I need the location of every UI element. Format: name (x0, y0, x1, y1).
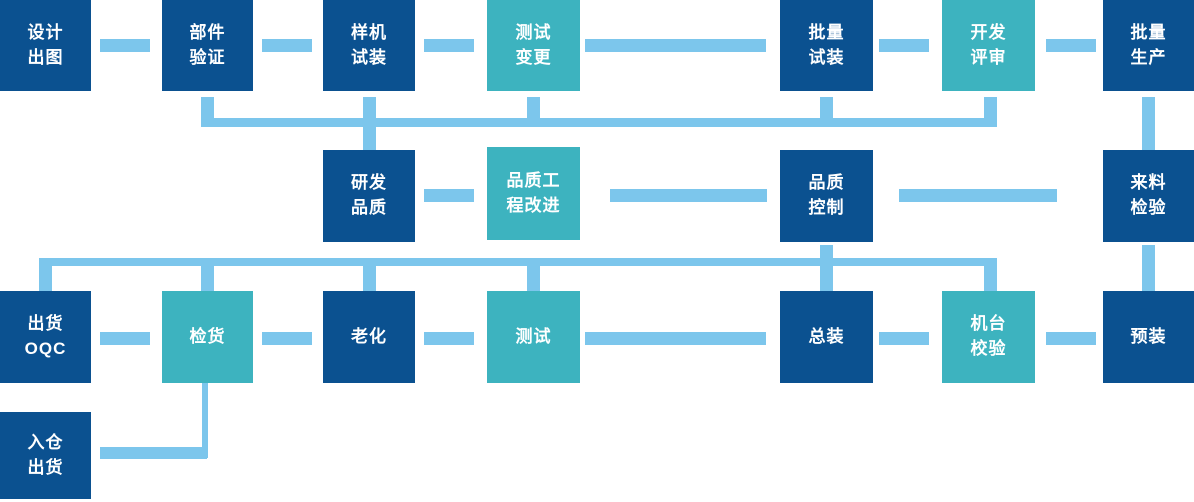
node-label: 设计 出图 (27, 22, 64, 67)
stub-testing (527, 258, 540, 291)
node-test-change: 测试 变更 (487, 0, 580, 91)
node-label: 出货 OQC (24, 314, 67, 358)
node-label: 老化 (351, 326, 387, 346)
node-testing: 测试 (487, 291, 580, 383)
connector-goods-aging (262, 332, 312, 345)
connector-calibration-preassembly (1046, 332, 1096, 345)
connector-design-parts (100, 39, 150, 52)
node-label: 测试 变更 (515, 22, 552, 67)
connector-oqc-goods (100, 332, 150, 345)
node-label: 品质 控制 (808, 173, 845, 217)
connector-massproduction-incoming (1142, 97, 1155, 150)
node-label: 预装 (1130, 326, 1167, 346)
node-final-assembly: 总装 (780, 291, 873, 383)
connector-prototype-testchange (424, 39, 474, 52)
stub-aging (363, 258, 376, 291)
node-label: 测试 (515, 326, 552, 346)
connector-aging-testing (424, 332, 474, 345)
node-label: 入仓 出货 (27, 432, 64, 477)
stub-test-change (527, 97, 540, 127)
connector-testing-finalassembly (585, 332, 766, 345)
node-pre-assembly: 预装 (1103, 291, 1194, 383)
node-mass-production: 批量 生产 (1103, 0, 1194, 91)
connector-testchange-batchtrial (585, 39, 766, 52)
node-label: 批量 生产 (1130, 22, 1167, 67)
connector-qualityeng-qualitycontrol (610, 189, 767, 202)
stub-goods-down (202, 383, 208, 458)
trunk-row2-feedback (40, 258, 990, 266)
node-label: 开发 评审 (970, 22, 1007, 67)
connector-incoming-preassembly (1142, 245, 1155, 291)
node-quality-control: 品质 控制 (780, 150, 873, 242)
node-prototype-assembly: 样机 试装 (323, 0, 415, 91)
node-label: 总装 (808, 326, 845, 346)
node-label: 部件 验证 (189, 22, 226, 67)
node-goods-inspection: 检货 (162, 291, 253, 383)
stub-dev-review (984, 97, 997, 127)
node-design-drawing: 设计 出图 (0, 0, 91, 91)
connector-qualitycontrol-incoming (899, 189, 1057, 202)
node-quality-engineering: 品质工 程改进 (487, 147, 580, 240)
node-warehouse-shipping: 入仓 出货 (0, 412, 91, 499)
stub-machine-calibration (984, 258, 997, 291)
connector-devreview-massproduction (1046, 39, 1096, 52)
node-label: 机台 校验 (970, 314, 1007, 358)
node-label: 检货 (189, 326, 226, 346)
connector-finalassembly-calibration (879, 332, 929, 345)
node-machine-calibration: 机台 校验 (942, 291, 1035, 383)
node-label: 研发 品质 (351, 173, 387, 217)
connector-goods-warehouse (100, 447, 207, 459)
node-label: 品质工 程改进 (506, 170, 561, 215)
connector-prototype-rdquality (363, 97, 376, 150)
node-parts-validation: 部件 验证 (162, 0, 253, 91)
connector-parts-prototype (262, 39, 312, 52)
node-label: 样机 试装 (351, 22, 387, 67)
node-aging: 老化 (323, 291, 415, 383)
stub-shipping-oqc (39, 258, 52, 291)
node-rd-quality: 研发 品质 (323, 150, 415, 242)
connector-batchtrial-devreview (879, 39, 929, 52)
stub-goods-inspection (201, 258, 214, 291)
trunk-row1-feedback (203, 118, 993, 127)
node-dev-review: 开发 评审 (942, 0, 1035, 91)
stub-batch-trial (820, 97, 833, 127)
connector-qualitycontrol-finalassembly (820, 245, 833, 291)
node-label: 来料 检验 (1130, 173, 1167, 217)
stub-parts-validation (201, 97, 214, 127)
node-incoming-inspection: 来料 检验 (1103, 150, 1194, 242)
node-batch-trial: 批量 试装 (780, 0, 873, 91)
node-shipping-oqc: 出货 OQC (0, 291, 91, 383)
node-label: 批量 试装 (808, 22, 845, 67)
connector-rdquality-qualityeng (424, 189, 474, 202)
